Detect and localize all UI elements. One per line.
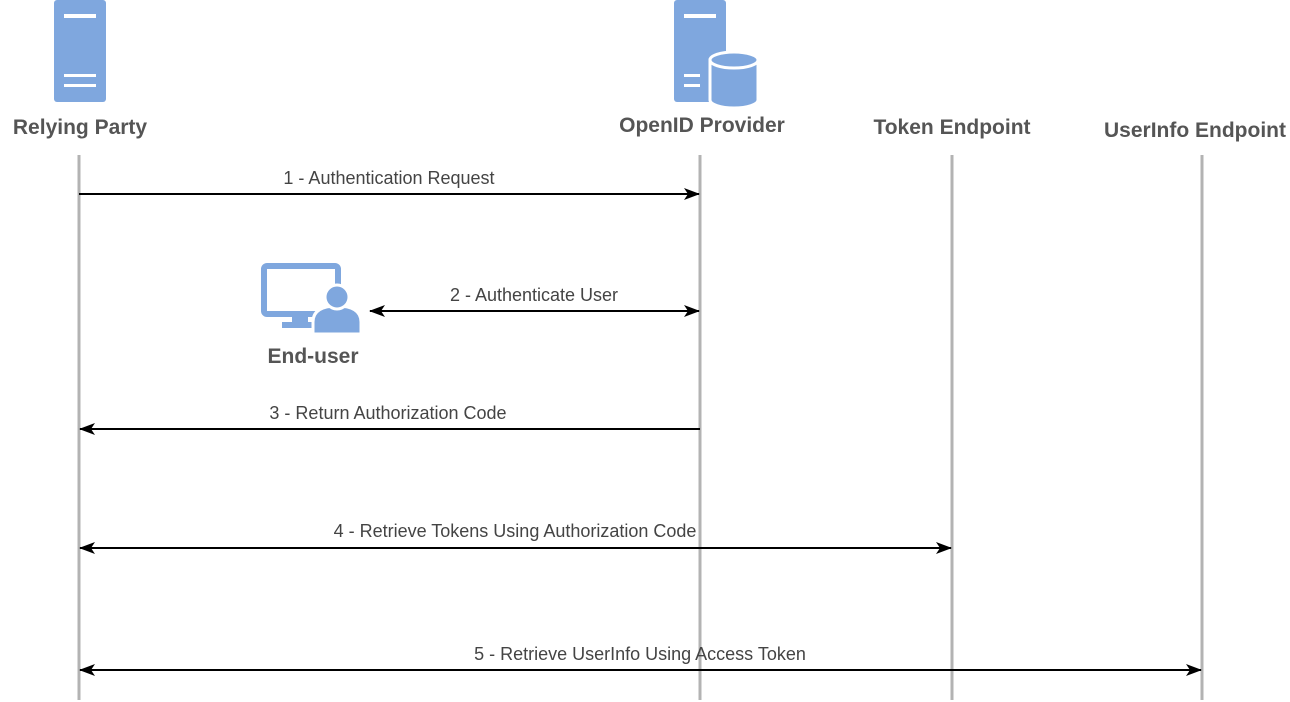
message-5-label: 5 - Retrieve UserInfo Using Access Token [474, 644, 806, 664]
end-user-label: End-user [267, 345, 358, 368]
message-4-label: 4 - Retrieve Tokens Using Authorization … [334, 521, 697, 541]
message-3-label: 3 - Return Authorization Code [269, 403, 506, 423]
server-database-icon [674, 0, 760, 110]
relying-party-label: Relying Party [13, 116, 148, 139]
message-1-label: 1 - Authentication Request [283, 168, 494, 188]
openid-provider-label: OpenID Provider [619, 114, 785, 137]
monitor-user-icon [261, 263, 363, 336]
userinfo-endpoint-label: UserInfo Endpoint [1104, 119, 1286, 142]
server-icon [54, 0, 106, 102]
token-endpoint-label: Token Endpoint [873, 116, 1030, 139]
message-2-label: 2 - Authenticate User [450, 285, 618, 305]
